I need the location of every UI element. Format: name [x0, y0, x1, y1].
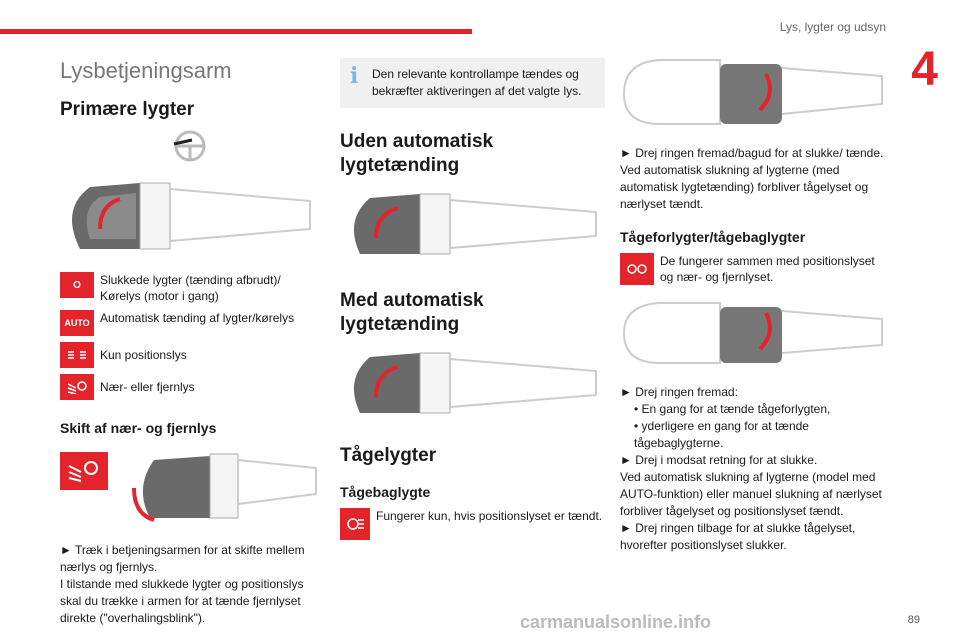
- auto-heading: Med automatisk lygtetænding: [340, 290, 484, 335]
- lever-drawing: [353, 352, 597, 414]
- indicator-label: Automatisk tænding af lygter/kørelys: [100, 311, 295, 325]
- watermark: carmanualsonline.info: [520, 612, 712, 632]
- indicator-row: AUTO Automatisk tænding af lygter/kørely…: [60, 310, 322, 336]
- steering-wheel-icon: [173, 130, 206, 162]
- primary-lights-heading: Primære lygter: [60, 99, 195, 120]
- front-rear-fog-text: De fungerer sammen med positionslyset og…: [660, 254, 875, 284]
- headlamp-flash-icon: [60, 452, 108, 490]
- page-number: 89: [907, 614, 920, 626]
- no-auto-heading: Uden automatisk lygtetænding: [340, 131, 494, 176]
- front-rear-fog-row: De fungerer sammen med positionslyset og…: [620, 253, 885, 285]
- side-lights-icon: [60, 342, 94, 368]
- indicator-row: O Slukkede lygter (tænding afbrudt)/ Kør…: [60, 272, 322, 304]
- info-icon: i: [350, 63, 359, 89]
- step-bullet: • En gang for at tænde tågeforlygten,: [634, 402, 831, 416]
- lever-illustration-no-auto: [340, 190, 605, 267]
- lever-drawing: [72, 182, 311, 250]
- info-text: Den relevante kontrollampe tændes og bek…: [372, 67, 582, 98]
- lever-illustration-auto: [340, 349, 605, 426]
- fog-auto-note: Ved automatisk slukning af lygterne (med…: [620, 163, 869, 211]
- info-box: i Den relevante kontrollampe tændes og b…: [340, 58, 605, 108]
- indicator-label: Slukkede lygter (tænding afbrudt)/ Kørel…: [100, 273, 281, 303]
- off-icon: O: [60, 272, 94, 298]
- auto-off-note: Ved automatisk slukning af lygterne (mod…: [620, 470, 882, 518]
- lever-illustration-primary: [60, 179, 322, 264]
- column-3: ► Drej ringen fremad/bagud for at slukke…: [620, 50, 885, 554]
- top-accent-bar: [0, 29, 472, 34]
- fog-heading: Tågelygter: [340, 445, 437, 466]
- rear-fog-row: Fungerer kun, hvis positionslyset er tæn…: [340, 508, 605, 540]
- step-back: ► Drej ringen tilbage for at slukke tåge…: [620, 521, 856, 552]
- indicator-label: Nær- eller fjernlys: [100, 380, 195, 394]
- column-2: i Den relevante kontrollampe tændes og b…: [340, 50, 605, 540]
- fog-ring-illustration: [620, 54, 885, 135]
- front-rear-fog-icon: [620, 253, 654, 285]
- lever-illustration-switch: [60, 448, 322, 528]
- step-bullet: • yderligere en gang for at tænde tågeba…: [634, 419, 809, 450]
- fog-instruction: ► Drej ringen fremad/bagud for at slukke…: [620, 146, 884, 160]
- fog-ring-illustration-2: [620, 297, 885, 372]
- indicator-list: O Slukkede lygter (tænding afbrudt)/ Kør…: [60, 272, 322, 400]
- switch-instruction: ► Træk i betjeningsarmen for at skifte m…: [60, 543, 305, 574]
- step-intro: ► Drej ringen fremad:: [620, 385, 738, 399]
- lever-drawing: [353, 193, 597, 255]
- indicator-row: Nær- eller fjernlys: [60, 374, 322, 400]
- chapter-number: 4: [911, 43, 938, 96]
- header-title: Lys, lygter og udsyn: [779, 20, 886, 34]
- rear-fog-text: Fungerer kun, hvis positionslyset er tæn…: [376, 509, 603, 523]
- headlamp-icon: [60, 374, 94, 400]
- step-reverse: ► Drej i modsat retning for at slukke.: [620, 453, 818, 467]
- rear-fog-heading: Tågebaglygte: [340, 484, 431, 500]
- section-title: Lysbetjeningsarm: [60, 58, 232, 83]
- fog-ring-drawing: [622, 302, 883, 364]
- fog-ring-drawing: [622, 59, 883, 125]
- front-rear-fog-heading: Tågeforlygter/tågebaglygter: [620, 229, 806, 245]
- switch-heading: Skift af nær- og fjernlys: [60, 420, 217, 436]
- indicator-row: Kun positionslys: [60, 342, 322, 368]
- column-1: Lysbetjeningsarm Primære lygter O Slukke…: [60, 50, 322, 627]
- rear-fog-icon: [340, 508, 370, 540]
- switch-note: I tilstande med slukkede lygter og posit…: [60, 577, 304, 625]
- auto-icon: AUTO: [60, 310, 94, 336]
- lever-pull-drawing: [132, 453, 317, 522]
- indicator-label: Kun positionslys: [100, 348, 187, 362]
